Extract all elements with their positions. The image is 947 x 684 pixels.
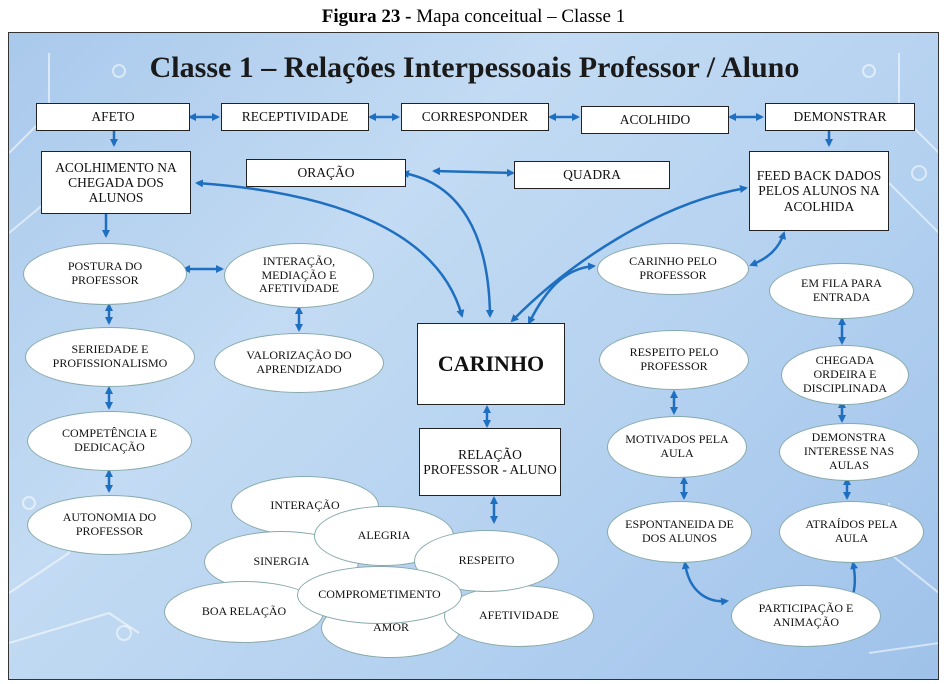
arrow-espont-participacao — [681, 561, 729, 606]
node-autonomia: AUTONOMIA DO PROFESSOR — [27, 495, 192, 555]
node-demonstrar: DEMONSTRAR — [765, 103, 915, 131]
node-receptividade: RECEPTIVIDADE — [221, 103, 369, 131]
node-oracao: ORAÇÃO — [246, 159, 406, 187]
node-carinho: CARINHO — [417, 323, 565, 405]
node-motivados: MOTIVADOS PELA AULA — [607, 416, 747, 478]
node-afetividade: AFETIVIDADE — [444, 585, 594, 647]
node-seriedade: SERIEDADE E PROFISSIONALISMO — [25, 327, 195, 387]
node-demonstra: DEMONSTRA INTERESSE NAS AULAS — [779, 423, 919, 481]
node-feedback: FEED BACK DADOS PELOS ALUNOS NA ACOLHIDA — [749, 151, 889, 231]
node-em-fila: EM FILA PARA ENTRADA — [769, 263, 914, 319]
arrows-layer — [102, 113, 859, 619]
arrow-oracao-quadra — [432, 167, 515, 177]
node-valorizacao: VALORIZAÇÃO DO APRENDIZADO — [214, 333, 384, 393]
node-afeto: AFETO — [36, 103, 190, 131]
node-chegada: CHEGADA ORDEIRA E DISCIPLINADA — [781, 345, 909, 405]
node-competencia: COMPETÊNCIA E DEDICAÇÃO — [27, 411, 192, 471]
node-participacao: PARTICIPAÇÃO E ANIMAÇÃO — [731, 585, 881, 647]
node-comprometimento: COMPROMETIMENTO — [297, 566, 462, 624]
node-respeito-prof: RESPEITO PELO PROFESSOR — [599, 330, 749, 390]
node-quadra: QUADRA — [514, 161, 670, 189]
node-corresponder: CORRESPONDER — [401, 103, 549, 131]
arrow-carinhoprof-feedback — [749, 231, 786, 267]
arrow-carinho-oracao — [401, 170, 494, 318]
node-interacao-mediacao: INTERAÇÃO, MEDIAÇÃO E AFETIVIDADE — [224, 243, 374, 308]
caption-text: Mapa conceitual – Classe 1 — [416, 6, 626, 27]
figure-caption: Figura 23 - Mapa conceitual – Classe 1 — [0, 6, 947, 28]
circuit-decoration — [9, 53, 938, 654]
node-acolhimento: ACOLHIMENTO NA CHEGADA DOS ALUNOS — [41, 151, 191, 214]
arrow-carinho-carinhoprof — [527, 262, 596, 325]
concept-map: Classe 1 – Relações Interpessoais Profes… — [8, 32, 939, 680]
caption-label: Figura 23 - — [321, 6, 412, 27]
node-atraidos: ATRAÍDOS PELA AULA — [779, 501, 924, 563]
map-title: Classe 1 – Relações Interpessoais Profes… — [149, 51, 800, 84]
node-acolhido: ACOLHIDO — [581, 106, 729, 134]
node-espontaneidade: ESPONTANEIDA DE DOS ALUNOS — [607, 501, 752, 563]
node-relacao: RELAÇÃO PROFESSOR - ALUNO — [419, 428, 561, 496]
node-carinho-prof: CARINHO PELO PROFESSOR — [597, 243, 749, 295]
node-postura: POSTURA DO PROFESSOR — [23, 243, 187, 305]
